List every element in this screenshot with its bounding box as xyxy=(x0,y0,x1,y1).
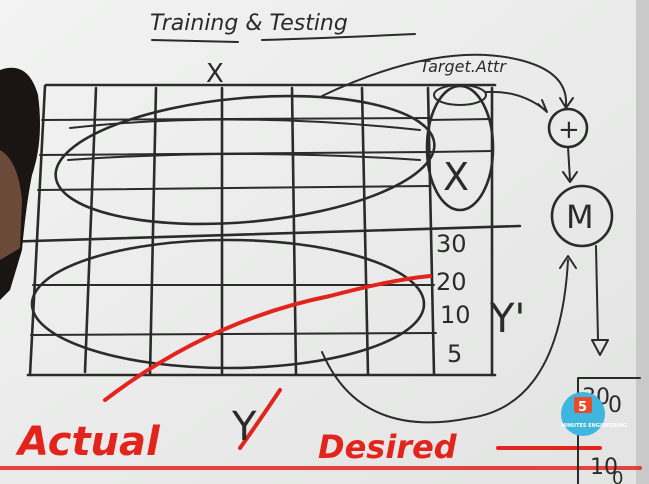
data-table xyxy=(0,83,522,377)
logo-text: MINUTES ENGINEERING xyxy=(561,423,627,429)
testing-data-ellipse xyxy=(30,238,426,370)
target-header-ellipse xyxy=(433,84,487,106)
x-target-label: X xyxy=(443,155,469,199)
target-value-2: 20 xyxy=(436,268,467,296)
diagram-title: Training & Testing xyxy=(150,11,348,36)
actual-label: Actual xyxy=(15,419,161,465)
training-data-ellipse xyxy=(54,94,436,226)
plus-symbol: + xyxy=(558,115,580,145)
y-prime-label: Y' xyxy=(489,296,525,342)
model-circle xyxy=(550,184,614,248)
x-top-label: X xyxy=(206,59,224,89)
side-value-3: 10 xyxy=(590,455,618,480)
model-symbol: M xyxy=(566,198,594,236)
desired-label: Desired xyxy=(318,428,458,466)
presenter-silhouette xyxy=(0,67,40,301)
y-label: Y xyxy=(231,404,257,450)
target-value-3: 10 xyxy=(440,301,471,329)
channel-logo: 5 MINUTES ENGINEERING xyxy=(561,392,627,436)
target-value-4: 5 xyxy=(447,340,462,368)
target-value-1: 30 xyxy=(436,230,467,258)
side-value-4: 0 xyxy=(612,468,623,484)
target-attribute-label: Target.Attr xyxy=(420,57,507,76)
logo-number: 5 xyxy=(578,400,587,415)
side-value-2: 0 xyxy=(608,393,622,418)
